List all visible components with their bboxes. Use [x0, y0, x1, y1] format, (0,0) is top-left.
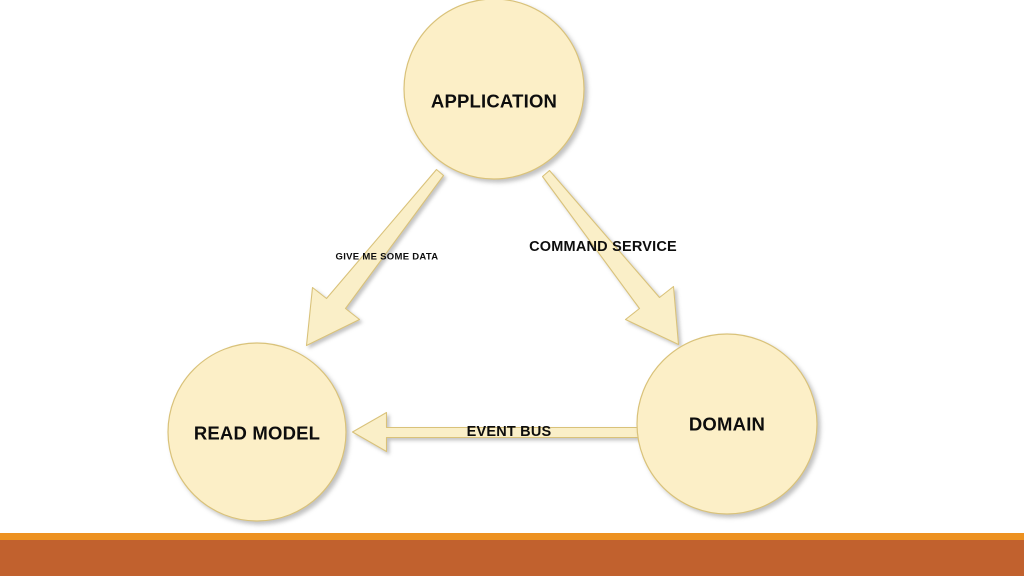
edge-label-give-me-some-data: GIVE ME SOME DATA: [336, 252, 439, 263]
arrow-command-service: [541, 169, 680, 346]
node-application-label: APPLICATION: [431, 91, 557, 112]
footer-band: [0, 540, 1024, 576]
edge-label-command-service: COMMAND SERVICE: [529, 239, 677, 255]
footer-accent-stripe: [0, 533, 1024, 540]
node-read-model-circle[interactable]: [167, 342, 347, 522]
node-application-circle[interactable]: [403, 0, 585, 180]
node-read-model-label: READ MODEL: [194, 423, 320, 444]
node-domain-label: DOMAIN: [689, 414, 765, 435]
node-read-model[interactable]: READ MODEL: [167, 342, 347, 522]
node-application[interactable]: APPLICATION: [403, 0, 585, 180]
node-domain-circle[interactable]: [636, 333, 818, 515]
arrow-give-me-some-data: [305, 168, 445, 347]
node-domain[interactable]: DOMAIN: [636, 333, 818, 515]
edge-label-event-bus: EVENT BUS: [467, 424, 552, 440]
arrow-event-bus: [351, 411, 643, 453]
